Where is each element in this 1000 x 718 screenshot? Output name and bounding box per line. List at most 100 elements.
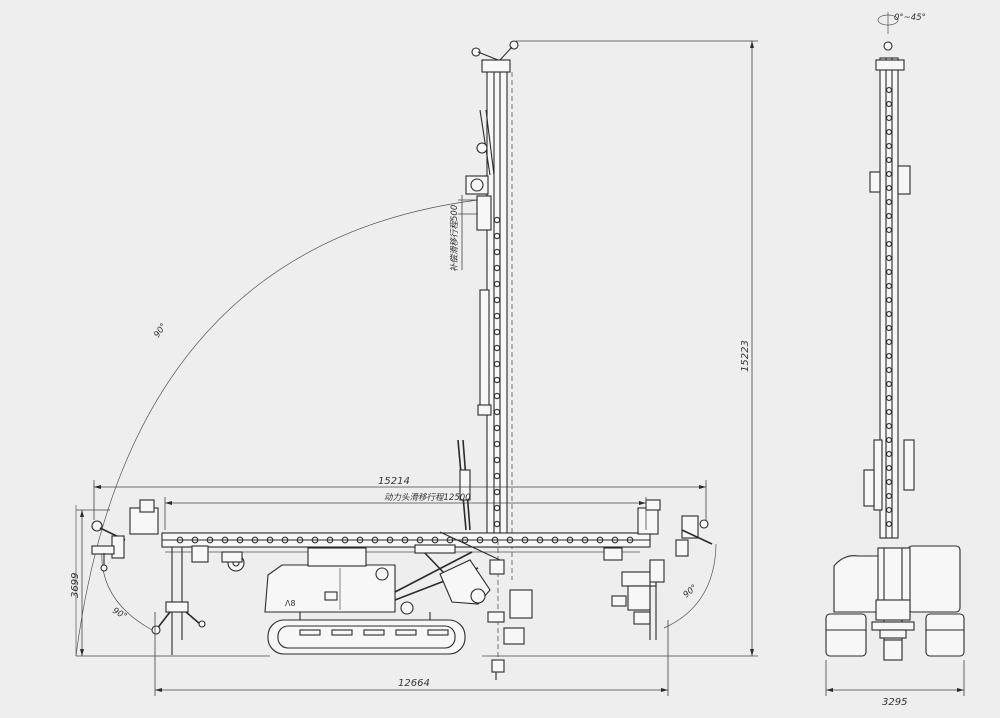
rear-mast-hole	[886, 227, 892, 233]
rear-mast-hole	[886, 101, 892, 107]
left-tilt-arc	[101, 547, 153, 631]
dim-overall-width: 15214	[93, 476, 707, 520]
left-tilt-angle-label: 90°	[111, 606, 129, 622]
boom-hole	[416, 536, 424, 544]
rear-mast-hole	[886, 269, 892, 275]
cab-logo: Λ8	[285, 599, 296, 608]
dim-head-travel: 动力头滑移行程12500	[164, 492, 647, 530]
rear-mast-hole	[886, 493, 892, 499]
mast-hole	[493, 280, 501, 288]
mast-height-label: 15223	[740, 340, 751, 372]
rear-mast-hole	[886, 353, 892, 359]
rear-mast-hole	[886, 325, 892, 331]
rear-mast-hole	[886, 87, 892, 93]
mast-hole	[493, 376, 501, 384]
rear-mast-hole	[886, 437, 892, 443]
boom-hole	[176, 536, 184, 544]
side-view: 补偿滑移行程500	[70, 40, 758, 696]
mast	[457, 40, 519, 580]
right-attachment	[603, 499, 713, 640]
rear-mast-hole	[886, 185, 892, 191]
boom-hole	[566, 536, 574, 544]
boom-hole	[521, 536, 529, 544]
mast-hole	[493, 472, 501, 480]
mast-hole	[493, 344, 501, 352]
boom	[161, 532, 651, 553]
dim-base-width: 12664	[154, 612, 669, 696]
right-tilt-angle-label: 90°	[682, 583, 700, 600]
rear-mast-hole	[886, 213, 892, 219]
track-shoe	[395, 629, 417, 636]
rotation-angle-label: 0°~45°	[894, 13, 926, 23]
mast-hole	[493, 408, 501, 416]
track-shoe	[331, 629, 353, 636]
mast-hole	[493, 520, 501, 528]
rear-mast-hole	[886, 311, 892, 317]
rear-mast-hole	[886, 129, 892, 135]
rear-mast-hole	[886, 115, 892, 121]
overall-width-label: 15214	[378, 476, 410, 487]
boom-hole	[401, 536, 409, 544]
mast-hole	[493, 504, 501, 512]
boom-hole	[341, 536, 349, 544]
mast-hole	[493, 440, 501, 448]
mast-hole	[493, 328, 501, 336]
rear-mast-hole	[886, 409, 892, 415]
rear-mast-hole	[886, 171, 892, 177]
left-height-label: 3699	[70, 573, 81, 598]
boom-hole	[311, 536, 319, 544]
rear-mast-hole	[886, 157, 892, 163]
rear-mast-hole	[886, 465, 892, 471]
mast-hole	[493, 216, 501, 224]
boom-hole	[191, 536, 199, 544]
rear-mast-hole	[886, 423, 892, 429]
rear-mast-hole	[886, 199, 892, 205]
rear-mast-hole	[886, 395, 892, 401]
mast-hole	[493, 392, 501, 400]
boom-hole	[326, 536, 334, 544]
track-shoe	[363, 629, 385, 636]
boom-hole	[551, 536, 559, 544]
boom-hole	[281, 536, 289, 544]
rear-mast-hole	[886, 367, 892, 373]
boom-hole	[386, 536, 394, 544]
track-shoe	[299, 629, 321, 636]
boom-hole	[596, 536, 604, 544]
mast-hole	[493, 296, 501, 304]
rear-mast-hole	[886, 507, 892, 513]
mast-hole	[493, 456, 501, 464]
rear-mast-hole	[886, 297, 892, 303]
rear-mast-hole	[886, 479, 892, 485]
rear-mast-hole	[886, 381, 892, 387]
rear-mast-hole	[886, 339, 892, 345]
rear-view: 0°~45° 3295	[825, 12, 965, 708]
mast-hole	[493, 248, 501, 256]
boom-hole	[506, 536, 514, 544]
swing-angle-label: 90°	[152, 322, 169, 340]
left-attachment	[91, 499, 245, 655]
boom-hole	[626, 536, 634, 544]
boom-hole	[476, 536, 484, 544]
boom-hole	[236, 536, 244, 544]
dim-left-height: 3699	[70, 509, 270, 657]
boom-hole	[296, 536, 304, 544]
rear-mast-hole	[886, 283, 892, 289]
mast-hole	[493, 488, 501, 496]
dim-mast-height: 15223	[482, 40, 758, 657]
mast-hole	[493, 312, 501, 320]
boom-hole	[431, 536, 439, 544]
boom-hole	[371, 536, 379, 544]
mast-hole	[493, 264, 501, 272]
crawler-track	[267, 612, 466, 655]
boom-hole	[266, 536, 274, 544]
rear-mast-hole	[886, 521, 892, 527]
mast-hole	[493, 424, 501, 432]
upper-body: Λ8	[264, 531, 501, 615]
right-tilt-arc	[663, 543, 717, 629]
mast-hole	[493, 232, 501, 240]
compensation-travel-label: 补偿滑移行程500	[449, 205, 460, 272]
rear-mast-hole	[886, 143, 892, 149]
rear-mast-hole	[886, 451, 892, 457]
boom-hole	[536, 536, 544, 544]
